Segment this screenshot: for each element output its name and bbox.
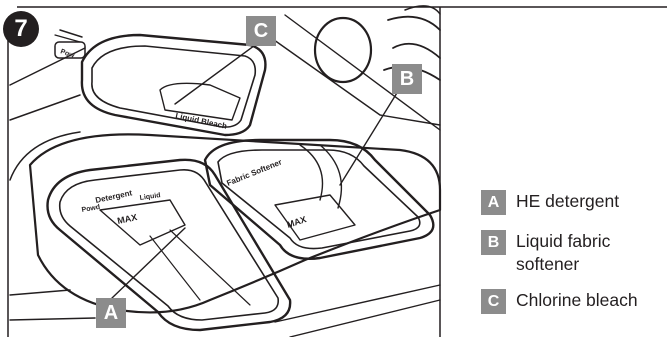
legend-item-a: A HE detergent [481, 190, 670, 215]
detergent-max-tab [99, 199, 186, 246]
power-text: Pow [59, 48, 75, 60]
leader-line-c [174, 39, 263, 105]
legend-text-c: Chlorine bleach [516, 290, 638, 310]
bleach-compartment [80, 33, 267, 137]
softener-compartment [203, 138, 435, 260]
bleach-cup [159, 82, 241, 121]
detergent-max-text: MAX [116, 212, 138, 226]
leader-line-a [111, 227, 186, 299]
legend-text-a: HE detergent [516, 191, 620, 211]
legend-letter-a: A [481, 190, 506, 215]
liquid-text: Liquid [139, 192, 161, 202]
legend-letter-b: B [481, 230, 506, 255]
legend-letter-c: C [481, 289, 506, 314]
callout-c: C [246, 16, 276, 46]
callout-b: B [392, 64, 422, 94]
detergent-compartment [46, 158, 292, 332]
legend-item-b: B Liquid fabric softener [481, 230, 670, 276]
legend-item-c: C Chlorine bleach [481, 289, 670, 314]
leader-line-b [339, 87, 401, 186]
legend-text-b: Liquid fabric softener [516, 231, 611, 274]
softener-text: Fabric Softener [225, 158, 283, 188]
callout-a: A [96, 298, 126, 328]
softener-max-tab [274, 194, 356, 241]
knob [313, 16, 373, 84]
powder-text: Powd [81, 204, 101, 214]
power-button [54, 41, 86, 59]
softener-max-text: MAX [286, 214, 308, 230]
detergent-text: Detergent [95, 188, 134, 205]
dispenser-tray [28, 133, 442, 314]
step-number-badge: 7 [3, 11, 39, 47]
